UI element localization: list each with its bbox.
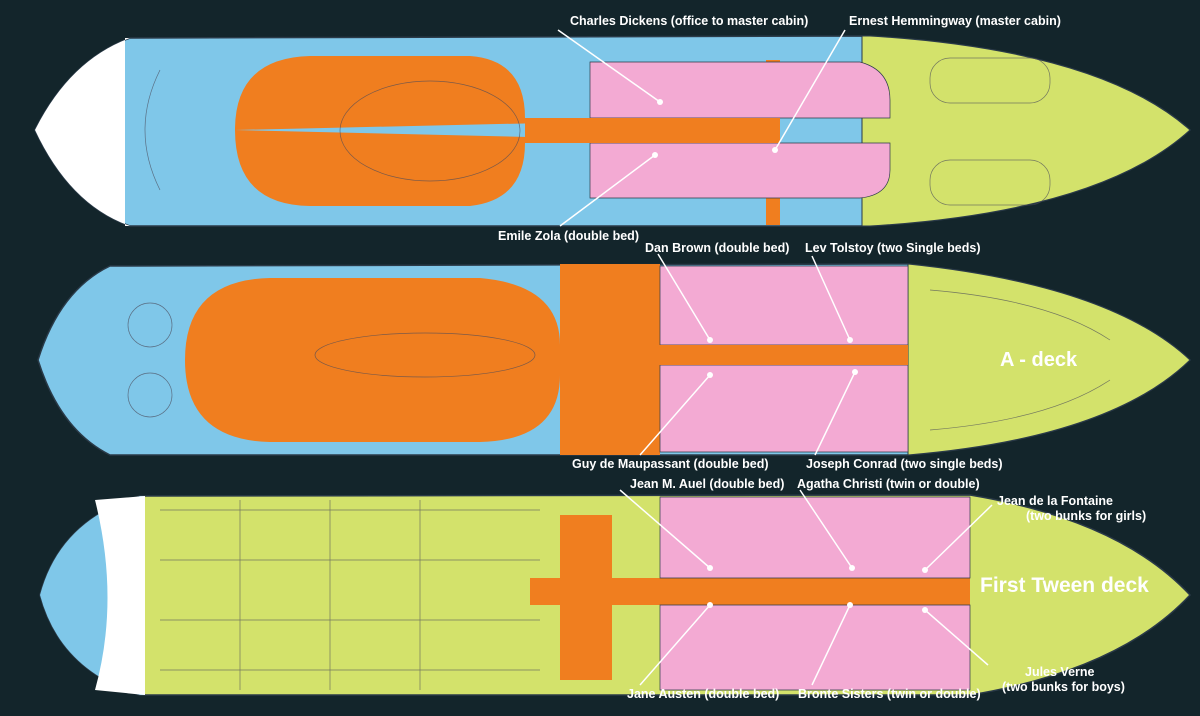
deck-name-a: A - deck [1000, 349, 1078, 371]
deck-name-tween: First Tween deck [980, 574, 1149, 597]
label-charles-dickens: Charles Dickens (office to master cabin) [570, 14, 808, 28]
a-deck-corridor [530, 345, 908, 365]
leader-lines [557, 29, 993, 686]
a-deck-salon [185, 264, 660, 455]
label-dan-brown: Dan Brown (double bed) [645, 241, 789, 255]
label-jules-verne: Jules Verne [1025, 665, 1095, 679]
label-ernest-hemmingway: Ernest Hemmingway (master cabin) [849, 14, 1061, 28]
label-lev-tolstoy: Lev Tolstoy (two Single beds) [805, 241, 980, 255]
top-deck-corridor [525, 118, 780, 143]
label-jules-verne-note: (two bunks for boys) [1002, 680, 1125, 694]
label-guy-de-maupassant: Guy de Maupassant (double bed) [572, 457, 769, 471]
a-deck-plan [37, 263, 1192, 456]
label-jean-m-auel: Jean M. Auel (double bed) [630, 477, 784, 491]
top-deck-salon [235, 56, 780, 225]
label-emile-zola: Emile Zola (double bed) [498, 229, 639, 243]
top-deck-bow [861, 35, 1191, 227]
label-joseph-conrad: Joseph Conrad (two single beds) [806, 457, 1003, 471]
label-agatha-christi: Agatha Christi (twin or double) [797, 477, 980, 491]
tween-deck-stairs [530, 515, 970, 680]
top-deck-stern [35, 38, 130, 226]
label-bronte-sisters: Bronte Sisters (twin or double) [798, 687, 981, 701]
label-jane-austen: Jane Austen (double bed) [627, 687, 779, 701]
label-jean-de-la-fontaine-note: (two bunks for girls) [1026, 509, 1146, 523]
top-deck-master-suite [589, 61, 891, 199]
a-deck-bow [907, 263, 1191, 456]
tween-deck-plan [39, 494, 1192, 696]
top-deck-plan [34, 35, 1192, 227]
tween-deck-stern-white [95, 496, 145, 695]
label-jean-de-la-fontaine: Jean de la Fontaine [997, 494, 1113, 508]
